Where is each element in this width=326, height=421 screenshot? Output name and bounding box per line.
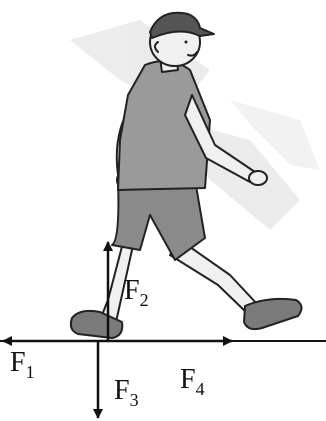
label-f3: F3 bbox=[114, 375, 139, 410]
back-shoe bbox=[69, 309, 124, 339]
label-f1: F1 bbox=[10, 347, 35, 382]
mouth bbox=[187, 51, 198, 57]
walking-person-illustration bbox=[69, 11, 303, 339]
cap bbox=[149, 11, 215, 39]
label-f2: F2 bbox=[124, 275, 149, 310]
front-shoe bbox=[243, 297, 303, 331]
ear bbox=[154, 41, 159, 53]
shirt bbox=[117, 60, 211, 191]
label-f4: F4 bbox=[180, 364, 205, 399]
shorts bbox=[111, 179, 206, 261]
front-hand bbox=[248, 170, 268, 186]
eye bbox=[184, 40, 188, 44]
